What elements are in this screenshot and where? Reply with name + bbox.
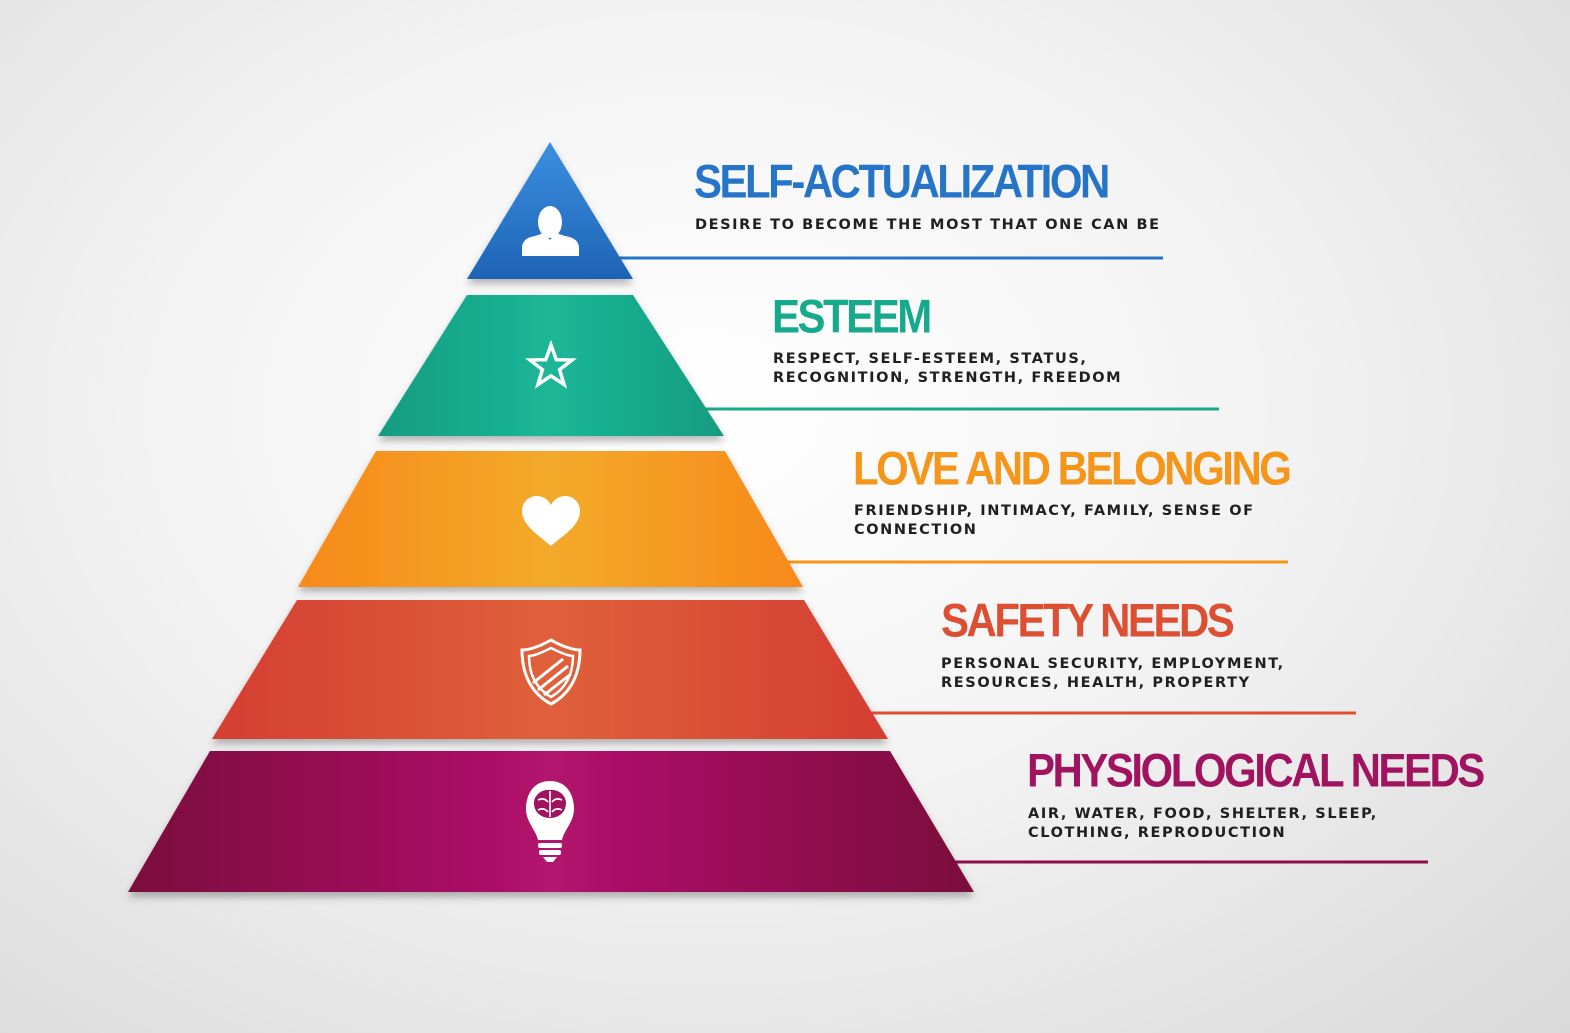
desc-line: FRIENDSHIP, INTIMACY, FAMILY, SENSE OF — [854, 503, 1255, 519]
desc-esteem: RESPECT, SELF-ESTEEM, STATUS, RECOGNITIO… — [773, 350, 1122, 387]
desc-line: PERSONAL SECURITY, EMPLOYMENT, — [941, 656, 1285, 672]
title-safety: SAFETY NEEDS — [941, 593, 1235, 647]
title-love-belonging: LOVE AND BELONGING — [853, 441, 1292, 495]
star-icon — [525, 339, 577, 389]
heart-icon — [522, 496, 580, 546]
title-self-actualization: SELF-ACTUALIZATION — [694, 154, 1110, 208]
desc-line: CONNECTION — [854, 521, 978, 538]
desc-line: RESPECT, SELF-ESTEEM, STATUS, — [773, 351, 1088, 367]
desc-line: RECOGNITION, STRENGTH, FREEDOM — [773, 369, 1123, 386]
desc-line: DESIRE TO BECOME THE MOST THAT ONE CAN B… — [695, 217, 1161, 233]
desc-self-actualization: DESIRE TO BECOME THE MOST THAT ONE CAN B… — [695, 216, 1161, 235]
desc-line: AIR, WATER, FOOD, SHELTER, SLEEP, — [1028, 806, 1378, 822]
shield-icon — [520, 638, 582, 706]
tier-esteem — [378, 295, 724, 436]
desc-safety: PERSONAL SECURITY, EMPLOYMENT, RESOURCES… — [941, 655, 1285, 692]
title-physiological: PHYSIOLOGICAL NEEDS — [1027, 743, 1485, 797]
desc-love-belonging: FRIENDSHIP, INTIMACY, FAMILY, SENSE OF C… — [854, 502, 1255, 539]
brain-bulb-icon — [526, 781, 574, 862]
title-esteem: ESTEEM — [772, 289, 932, 343]
desc-physiological: AIR, WATER, FOOD, SHELTER, SLEEP, CLOTHI… — [1028, 805, 1378, 842]
desc-line: RESOURCES, HEALTH, PROPERTY — [941, 674, 1251, 691]
person-icon — [522, 206, 579, 256]
desc-line: CLOTHING, REPRODUCTION — [1028, 824, 1287, 841]
